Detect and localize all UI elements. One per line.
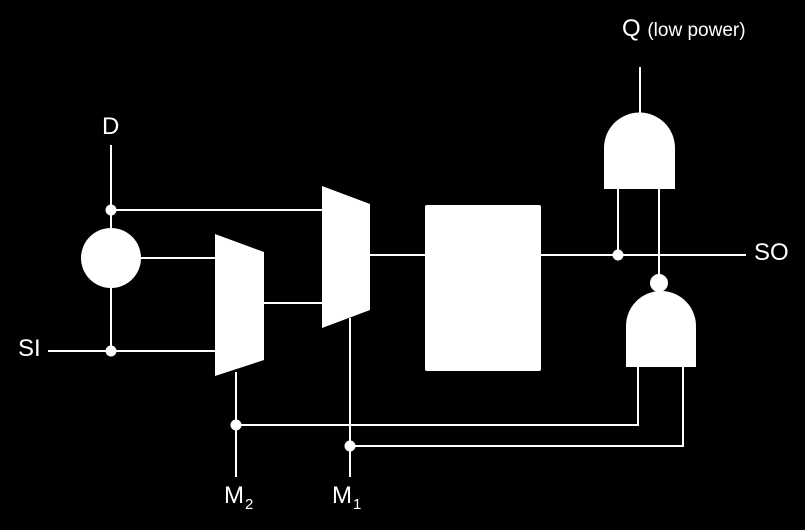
wire-m2-to-and-bottom: [236, 367, 639, 426]
junction-dot-d: [105, 204, 117, 216]
label-m1: M1: [332, 482, 361, 513]
and-gate-top: [604, 112, 675, 189]
junction-dot-m2: [230, 419, 242, 431]
label-si: SI: [18, 335, 41, 362]
junction-dot-si: [105, 345, 117, 357]
label-d: D: [102, 113, 120, 140]
label-m1-subscript: 1: [353, 496, 362, 513]
inversion-bubble: [650, 274, 668, 292]
input-circle: [81, 228, 141, 288]
label-q-output: Q (low power): [622, 17, 746, 41]
mux-1: [322, 186, 370, 328]
label-m2-subscript: 2: [245, 496, 254, 513]
and-gate-bottom: [626, 291, 696, 367]
label-q: Q: [622, 15, 641, 42]
label-m1-letter: M: [332, 482, 352, 509]
label-q-note: (low power): [647, 20, 746, 41]
label-so: SO: [754, 239, 789, 266]
label-m2: M2: [224, 482, 253, 513]
junction-dot-m1: [344, 440, 356, 452]
label-m2-letter: M: [224, 482, 244, 509]
mux-2: [215, 234, 264, 376]
junction-dot-so: [612, 249, 624, 261]
flip-flop-box: [425, 205, 541, 371]
wire-m1-to-and-bottom: [350, 367, 684, 447]
